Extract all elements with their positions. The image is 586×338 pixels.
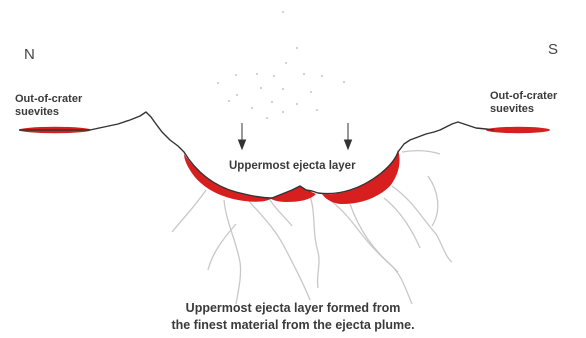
north-label: N [24,46,35,63]
fracture-lines [172,151,452,304]
ejecta-layer-right [322,150,400,204]
right-down-arrow-head [345,140,352,149]
south-label: S [548,41,558,58]
ejecta-layer-center [270,186,316,202]
ejecta-layer-label: Uppermost ejecta layer [229,160,356,173]
ejecta-layer-deposit [184,150,400,204]
caption-line1: Uppermost ejecta layer formed from [0,300,586,317]
right-suevite-label-line1: Out-of-crater [490,90,557,103]
left-down-arrow-head [239,140,246,149]
right-suevite-label: Out-of-crater suevites [490,90,557,116]
left-suevite-label-line1: Out-of-crater [15,93,82,106]
caption-line2: the finest material from the ejecta plum… [0,317,586,334]
right-suevite-label-line2: suevites [490,103,557,116]
diagram-caption: Uppermost ejecta layer formed from the f… [0,300,586,334]
right-suevite-deposit [486,127,550,133]
ejecta-plume-particles [217,11,345,119]
left-suevite-label: Out-of-crater suevites [15,93,82,119]
left-suevite-label-line2: suevites [15,106,82,119]
crater-profile-line [19,112,494,198]
deposition-arrows [239,123,352,149]
